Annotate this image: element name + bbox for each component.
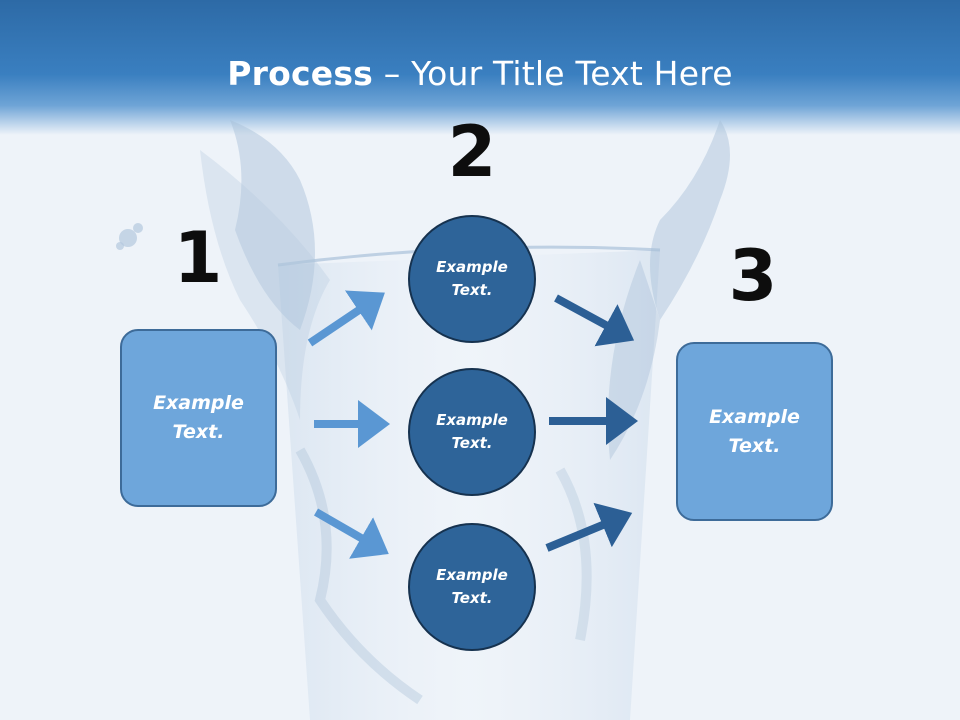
step-number-1: 1 bbox=[173, 217, 223, 299]
step-number-3: 3 bbox=[728, 235, 778, 317]
title-strong: Process bbox=[227, 54, 374, 93]
header-band bbox=[0, 0, 960, 135]
right-box: Example Text. bbox=[676, 342, 833, 521]
left-box: Example Text. bbox=[120, 329, 277, 507]
circle-bottom: Example Text. bbox=[408, 523, 536, 651]
slide-title: Process – Your Title Text Here bbox=[0, 52, 960, 96]
circle-middle-text: Example Text. bbox=[436, 411, 508, 452]
circle-top-text: Example Text. bbox=[436, 258, 508, 299]
right-box-text: Example Text. bbox=[709, 405, 800, 457]
left-box-text: Example Text. bbox=[153, 392, 244, 443]
circle-bottom-text: Example Text. bbox=[436, 566, 508, 607]
step-number-2: 2 bbox=[447, 111, 497, 193]
circle-middle: Example Text. bbox=[408, 368, 536, 496]
circle-top: Example Text. bbox=[408, 215, 536, 343]
title-rest: – Your Title Text Here bbox=[373, 54, 733, 93]
